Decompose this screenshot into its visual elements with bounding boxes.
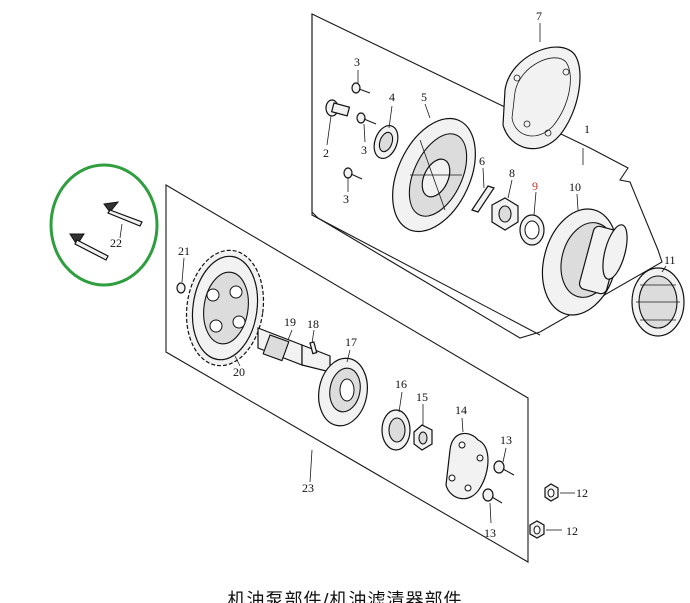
label-14: 14 <box>455 403 467 417</box>
inner-gear-part <box>413 424 433 451</box>
label-16: 16 <box>395 377 407 391</box>
label-13a: 13 <box>500 433 512 447</box>
nut-part <box>491 197 519 231</box>
label-3c: 3 <box>343 192 349 206</box>
lower-assembly-frame <box>165 184 529 563</box>
upper-assembly-frame <box>311 13 663 339</box>
label-9: 9 <box>532 179 538 193</box>
label-5: 5 <box>421 90 427 104</box>
label-13b: 13 <box>484 526 496 540</box>
label-20: 20 <box>233 365 245 379</box>
label-3a: 3 <box>354 55 360 69</box>
highlight-circle <box>49 163 159 287</box>
washer-part <box>519 214 545 246</box>
screw-part-b <box>356 112 377 125</box>
label-12a: 12 <box>576 486 588 500</box>
bolt-13b-part <box>482 488 503 504</box>
gasket-part <box>502 46 581 150</box>
label-15: 15 <box>416 390 428 404</box>
small-ring-part <box>176 282 186 294</box>
bolt-part <box>325 99 351 117</box>
label-12b: 12 <box>566 524 578 538</box>
upper-frame-left-edge <box>311 14 541 336</box>
bolt-13a-part <box>493 460 515 476</box>
shaft-part <box>257 327 331 373</box>
label-2: 2 <box>323 146 329 160</box>
label-6: 6 <box>479 154 485 168</box>
label-10: 10 <box>569 180 581 194</box>
cover-plate-part <box>445 432 489 500</box>
nut-12b-part <box>529 520 545 539</box>
nut-12a-part <box>544 483 559 502</box>
label-18: 18 <box>307 317 319 331</box>
diagram-caption: 机油泵部件/机油滤清器部件 <box>227 590 463 603</box>
label-22: 22 <box>110 236 122 250</box>
pump-housing-part <box>541 208 628 316</box>
label-21: 21 <box>178 244 190 258</box>
pump-cover-part <box>392 117 476 233</box>
countersunk-screws-part <box>69 201 143 261</box>
label-3b: 3 <box>361 143 367 157</box>
leader-lines <box>119 23 667 531</box>
sprocket-part <box>185 249 265 367</box>
label-11: 11 <box>664 253 676 267</box>
drive-gear-part <box>631 267 685 337</box>
label-19: 19 <box>284 315 296 329</box>
label-4: 4 <box>389 90 395 104</box>
screw-part-c <box>343 167 363 180</box>
label-1: 1 <box>584 122 590 136</box>
label-8: 8 <box>509 166 515 180</box>
screw-part-a <box>351 82 371 94</box>
outer-rotor-part <box>381 409 411 451</box>
inner-rotor-part <box>373 124 399 160</box>
label-23: 23 <box>302 481 314 495</box>
label-7: 7 <box>536 9 542 23</box>
label-17: 17 <box>345 335 357 349</box>
flange-part <box>318 357 368 427</box>
pin-part <box>471 185 495 213</box>
